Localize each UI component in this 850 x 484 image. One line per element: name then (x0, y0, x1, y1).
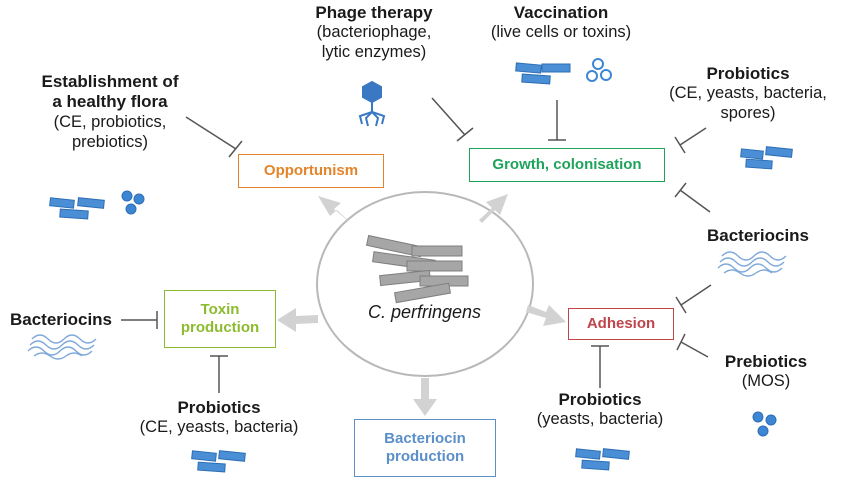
toxin-label-line2: production (180, 319, 260, 336)
phage-title: Phage therapy (315, 3, 433, 22)
healthy-flora-title2: a healthy flora (52, 92, 168, 112)
bacteriocin-production-line2: production (385, 448, 465, 465)
probiotics-top-right-line1: (CE, yeasts, bacteria, (669, 84, 827, 103)
healthy-flora-title1: Establishment of (41, 72, 179, 91)
rod-bacteria-icon (49, 62, 793, 473)
effect-arrows (277, 194, 566, 416)
toxin-box: Toxin production (164, 290, 276, 348)
bacteriocins-left-title: Bacteriocins (9, 310, 113, 329)
vaccination-title: Vaccination (513, 3, 609, 22)
inhibition-lines (121, 97, 712, 393)
prebiotics-line1: (MOS) (741, 372, 791, 391)
phage-block: Phage therapy (bacteriophage, lytic enzy… (302, 3, 446, 63)
probiotics-left-block: Probiotics (CE, yeasts, bacteria) (120, 398, 318, 438)
growth-box: Growth, colonisation (469, 148, 665, 182)
vaccination-line1: (live cells or toxins) (490, 23, 632, 42)
probiotics-bottom-block: Probiotics (yeasts, bacteria) (518, 390, 682, 430)
adhesion-box: Adhesion (568, 308, 674, 340)
vaccination-block: Vaccination (live cells or toxins) (476, 3, 646, 43)
cocci-icon (121, 58, 777, 437)
arrow-to-adhesion (526, 305, 566, 326)
arrow-to-growth (479, 194, 508, 223)
probiotics-top-right-block: Probiotics (CE, yeasts, bacteria, spores… (658, 64, 838, 124)
prebiotics-title: Prebiotics (724, 352, 808, 371)
probiotics-bottom-title: Probiotics (558, 390, 642, 409)
probiotics-top-right-line2: spores) (720, 104, 776, 123)
arrow-to-opportunism (318, 196, 350, 222)
phage-icon (358, 80, 386, 127)
healthy-flora-line2: prebiotics) (71, 132, 149, 151)
probiotics-left-title: Probiotics (177, 398, 261, 417)
bacteriocin-production-box: Bacteriocin production (354, 419, 496, 477)
probiotics-bottom-line1: (yeasts, bacteria) (536, 410, 664, 429)
bacteriocin-production-line1: Bacteriocin (384, 430, 466, 447)
opportunism-label: Opportunism (263, 162, 359, 179)
bacteriocin-wave-icon (27, 251, 787, 360)
healthy-flora-block: Establishment of a healthy flora (CE, pr… (22, 72, 198, 152)
opportunism-box: Opportunism (238, 154, 384, 188)
phage-line1: (bacteriophage, (316, 23, 432, 42)
arrow-to-toxin (277, 308, 318, 332)
prebiotics-block: Prebiotics (MOS) (706, 352, 826, 392)
bacteriocins-right-title: Bacteriocins (706, 226, 810, 245)
healthy-flora-line1: (CE, probiotics, (53, 112, 167, 131)
probiotics-left-line1: (CE, yeasts, bacteria) (139, 418, 299, 437)
toxin-label-line1: Toxin (200, 301, 240, 318)
phage-line2: lytic enzymes) (321, 43, 427, 62)
c-perfringens-icon (365, 234, 469, 304)
arrow-to-bacteriocin (413, 378, 437, 416)
center-label: C. perfringens (368, 302, 482, 322)
growth-label: Growth, colonisation (492, 156, 642, 173)
probiotics-top-right-title: Probiotics (706, 64, 790, 83)
adhesion-label: Adhesion (586, 315, 656, 332)
